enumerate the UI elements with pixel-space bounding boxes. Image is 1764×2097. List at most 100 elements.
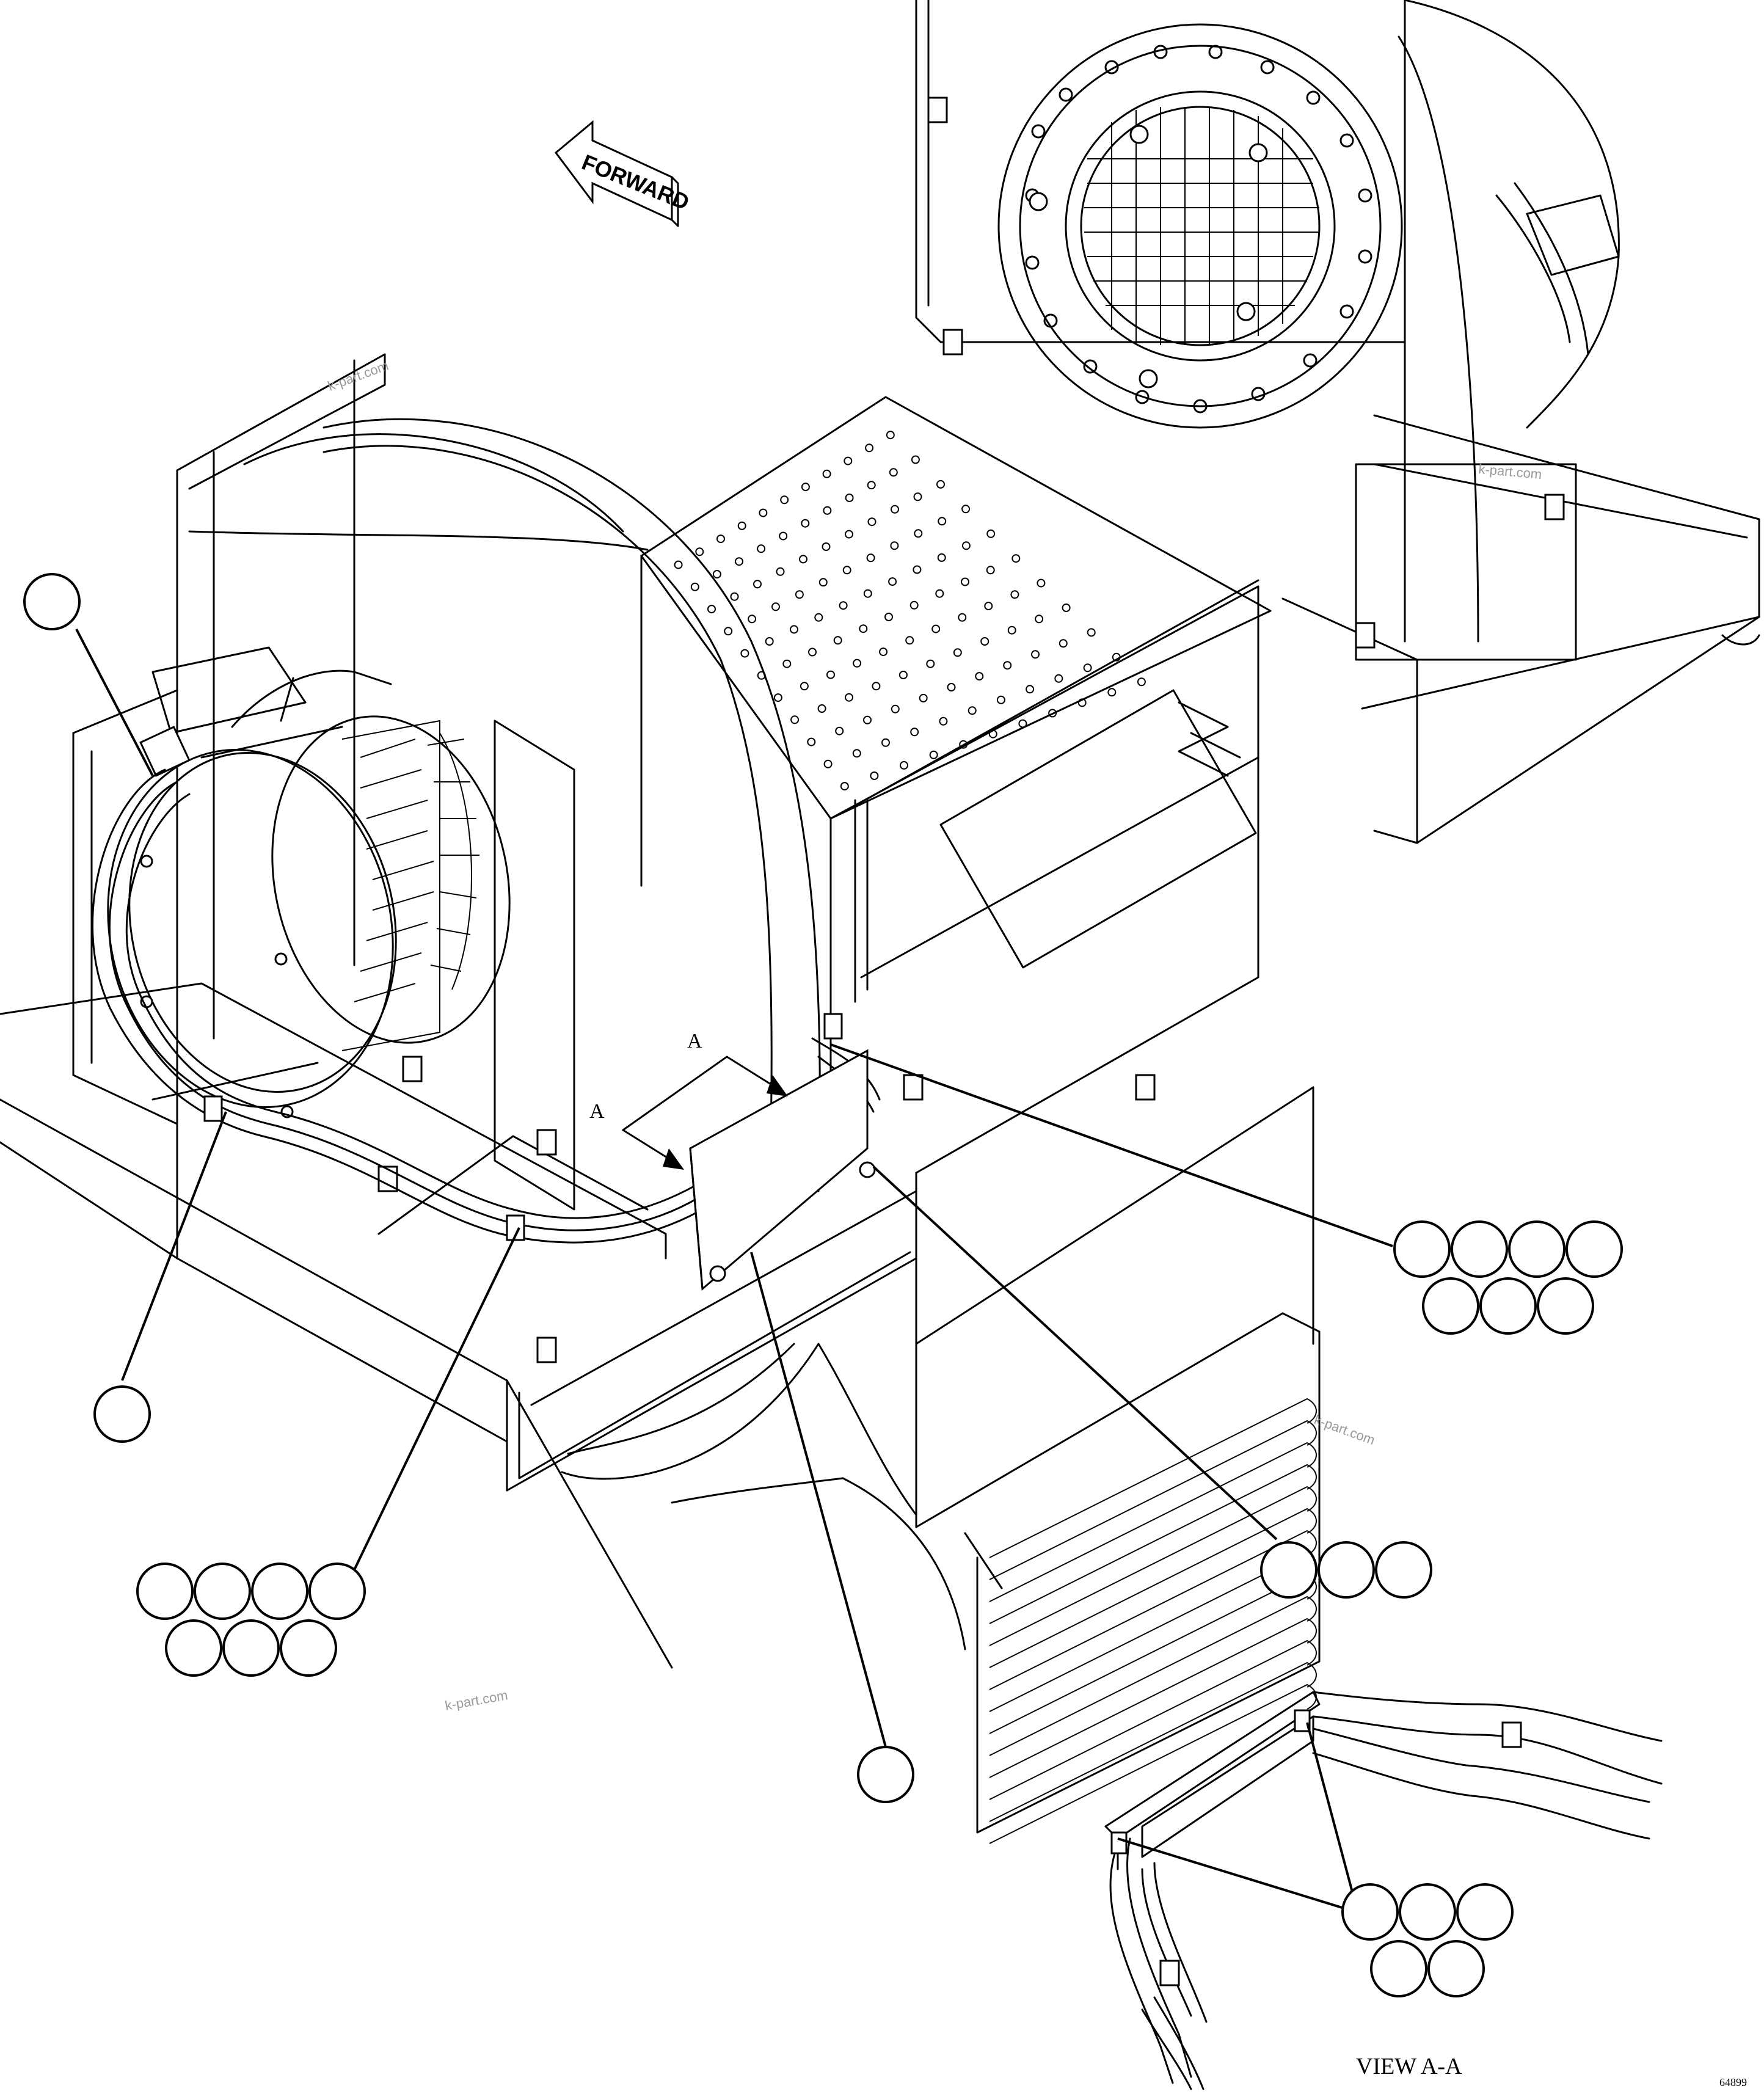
perforation-hole [835, 726, 844, 735]
perforation-hole [1007, 625, 1016, 635]
perforation-hole [890, 541, 899, 550]
perforation-hole [795, 590, 804, 599]
perforation-hole [817, 704, 826, 713]
perforation-hole [913, 565, 922, 574]
perforation-hole [753, 580, 762, 589]
bellows-rib [989, 1420, 1317, 1580]
perforation-hole [900, 760, 908, 770]
callout-group-right [1393, 1220, 1623, 1335]
perforation-hole [889, 468, 898, 477]
perforation-hole [1077, 698, 1087, 707]
perforation-hole [707, 605, 716, 614]
perforation-hole [822, 542, 831, 551]
perforation-hole [1037, 578, 1046, 588]
bellows-rib [989, 1639, 1317, 1800]
left-base-rail [0, 982, 1156, 1669]
perforation-hole [937, 553, 946, 562]
perforation-hole [996, 695, 1005, 704]
perforation-hole [1035, 615, 1044, 624]
perforation-hole [958, 613, 967, 622]
wiring-harness [92, 768, 881, 1244]
perforation-hole [914, 529, 923, 538]
perforation-hole [759, 508, 768, 517]
perforation-hole [826, 670, 835, 679]
perforation-hole [1010, 590, 1019, 599]
perforation-hole [867, 481, 876, 490]
perforation-hole [938, 517, 947, 526]
perforation-hole [674, 560, 683, 569]
perforation-hole [782, 659, 792, 668]
perforation-hole [842, 566, 851, 575]
perforation-hole [1059, 639, 1068, 648]
perforation-hole [1087, 628, 1096, 637]
perforation-hole [891, 505, 899, 514]
center-duct-column [829, 579, 1314, 1528]
junction-bracket [689, 1049, 876, 1291]
perforation-hole [690, 582, 699, 591]
bellows-rib [989, 1486, 1317, 1646]
callout-single-left [93, 1385, 151, 1443]
perforation-hole [771, 602, 780, 611]
perforation-hole [961, 505, 971, 514]
bellows-rib [989, 1596, 1317, 1756]
perforation-hole [807, 737, 816, 746]
perforation-hole [776, 567, 785, 576]
perforation-hole [840, 782, 849, 791]
callout-group-left [136, 1563, 366, 1677]
bellows-rib [989, 1442, 1317, 1602]
perforation-hole [790, 715, 800, 724]
perforation-hole [1018, 719, 1027, 728]
perforation-hole [852, 749, 861, 758]
bellows-rib [989, 1661, 1317, 1822]
perforation-hole [870, 771, 879, 780]
perforation-hole [961, 541, 971, 550]
perforation-hole [844, 456, 853, 465]
perforation-hole [695, 547, 704, 556]
perforation-hole [1011, 554, 1021, 563]
perforation-hole [765, 637, 774, 646]
perforation-hole [886, 431, 895, 440]
perforation-hole [935, 589, 944, 598]
perforation-hole [730, 592, 739, 601]
section-marker-a-upper: A [687, 1030, 702, 1052]
perforation-hole [910, 728, 919, 737]
perforation-hole [911, 455, 920, 464]
perforation-hole [863, 589, 872, 598]
perforation-hole [1031, 650, 1040, 659]
bellows-rib [989, 1617, 1317, 1778]
view-label: VIEW A-A [1356, 2054, 1462, 2079]
perforation-hole [884, 613, 893, 621]
perforation-hole [724, 627, 733, 636]
watermark-1: k-part.com [326, 358, 390, 394]
perforation-hole [757, 544, 766, 553]
perforation-hole [866, 553, 875, 563]
perforation-hole [1107, 688, 1117, 697]
perforation-hole [1062, 604, 1071, 612]
perforation-hole [898, 671, 908, 679]
perforation-hole [891, 704, 900, 713]
perforation-hole [773, 693, 782, 702]
perforation-hole [919, 693, 928, 702]
callout-group-view [1341, 1883, 1514, 1997]
bellows-rib [989, 1683, 1317, 1844]
callout-single-center [857, 1746, 914, 1803]
perforation-hole [790, 625, 798, 634]
perforation-hole [968, 706, 977, 715]
view-a-a-detail [1104, 1691, 1663, 2090]
drawing-number: 64899 [1719, 2076, 1747, 2088]
upper-blower-housing [915, 0, 1620, 643]
perforation-hole [737, 521, 746, 530]
perforation-hole [818, 578, 828, 587]
perforation-hole [740, 649, 749, 658]
perforation-hole [975, 672, 984, 681]
perforation-hole [947, 683, 956, 691]
perforation-hole [748, 615, 757, 624]
perforation-hole [779, 531, 788, 541]
perforation-hole [867, 517, 877, 527]
perforation-hole [801, 483, 810, 492]
perforation-hole [859, 624, 868, 633]
perforation-hole [1083, 663, 1092, 673]
forward-arrow: FORWARD [554, 120, 693, 227]
perforation-hole [716, 534, 725, 544]
left-blower-housing [72, 353, 821, 1260]
